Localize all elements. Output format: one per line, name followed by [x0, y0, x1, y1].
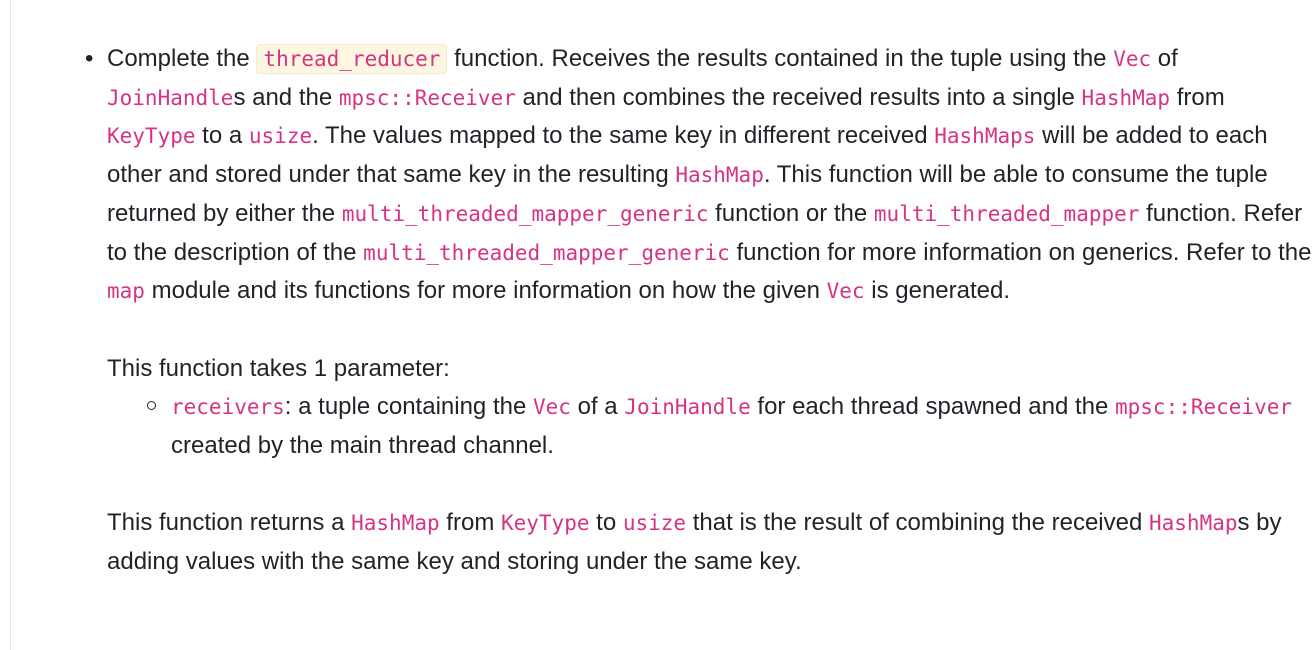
return-description: This function returns a HashMap from Key…: [107, 509, 1282, 576]
code-vec: Vec: [532, 395, 571, 420]
code-vec: Vec: [826, 279, 865, 304]
parameters-intro: This function takes 1 parameter:: [107, 354, 450, 382]
code-multi-threaded-mapper-generic: multi_threaded_mapper_generic: [341, 201, 709, 226]
sublist-bullet: [147, 401, 156, 411]
code-joinhandle: JoinHandle: [107, 85, 234, 110]
code-receivers: receivers: [171, 395, 285, 420]
code-keytype: KeyType: [107, 124, 196, 149]
code-usize: usize: [248, 124, 313, 149]
code-map: map: [107, 279, 145, 304]
code-thread-reducer: thread_reducer: [256, 44, 448, 74]
parameter-item: receivers: a tuple containing the Vec of…: [171, 393, 1293, 460]
code-usize: usize: [622, 511, 687, 536]
code-joinhandle: JoinHandle: [624, 395, 751, 420]
description-paragraph: Complete the thread_reducer function. Re…: [107, 44, 1312, 305]
code-multi-threaded-mapper: multi_threaded_mapper: [873, 201, 1140, 226]
function-description: • Complete the thread_reducer function. …: [85, 40, 1312, 582]
code-hashmap: HashMap: [675, 163, 764, 188]
code-hashmap: HashMap: [1149, 511, 1238, 536]
code-multi-threaded-mapper-generic: multi_threaded_mapper_generic: [363, 240, 730, 265]
code-vec: Vec: [1113, 47, 1152, 71]
code-mpsc-receiver: mpsc::Receiver: [1115, 395, 1293, 420]
code-keytype: KeyType: [500, 511, 590, 536]
content-left-border: [10, 0, 11, 650]
code-hashmap: HashMap: [1081, 85, 1171, 110]
list-bullet: •: [85, 45, 94, 72]
parameter-list: receivers: a tuple containing the Vec of…: [107, 388, 1312, 465]
code-hashmap: HashMap: [351, 511, 440, 536]
code-hashmaps: HashMaps: [934, 124, 1036, 149]
code-mpsc-receiver: mpsc::Receiver: [338, 85, 516, 110]
